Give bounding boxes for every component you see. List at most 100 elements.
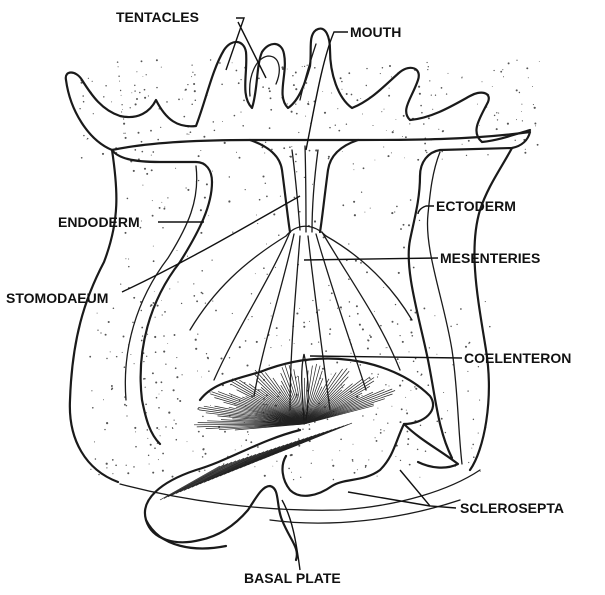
stipple-dot xyxy=(392,131,394,133)
basal-plate-floor xyxy=(120,470,480,510)
leader-mesenteries xyxy=(304,258,438,260)
stipple-dot xyxy=(100,332,101,333)
septa-hatching xyxy=(194,364,395,430)
stipple-dot xyxy=(163,208,165,210)
stipple-dot xyxy=(342,387,343,388)
stipple-dot xyxy=(400,228,402,230)
stipple-dot xyxy=(468,343,469,344)
stipple-dot xyxy=(328,285,329,286)
stipple-dot xyxy=(425,450,426,451)
stipple-dot xyxy=(194,74,195,75)
stipple-dot xyxy=(79,108,80,109)
stipple-dot xyxy=(304,177,305,178)
stipple-dot xyxy=(219,62,221,64)
stipple-dot xyxy=(187,441,188,442)
stipple-dot xyxy=(399,335,400,336)
stipple-dot xyxy=(329,328,331,330)
stipple-dot xyxy=(275,267,276,268)
stipple-dot xyxy=(142,335,143,336)
tentacle-crown xyxy=(66,29,530,150)
stipple-dot xyxy=(97,313,98,314)
column-wall-left-mid xyxy=(125,166,196,400)
stipple-dot xyxy=(256,215,257,216)
stipple-dot xyxy=(414,386,416,388)
stipple-dot xyxy=(133,297,135,299)
stipple-dot xyxy=(380,353,381,354)
stipple-dot xyxy=(302,429,303,430)
mesentery-6 xyxy=(322,232,400,370)
stipple-dot xyxy=(325,350,327,352)
stipple-dot xyxy=(295,72,297,74)
stipple-dot xyxy=(181,303,182,304)
stipple-dot xyxy=(386,347,387,348)
stipple-dot xyxy=(393,130,394,131)
stipple-dot xyxy=(295,103,296,104)
stipple-dot xyxy=(91,390,92,391)
stipple-dot xyxy=(106,358,107,359)
stipple-dot xyxy=(294,197,296,199)
stipple-dot xyxy=(212,301,213,302)
stipple-dot xyxy=(426,152,427,153)
stipple-dot xyxy=(392,321,394,323)
stipple-dot xyxy=(196,300,198,302)
stipple-dot xyxy=(383,146,384,147)
label-mesenteries: MESENTERIES xyxy=(440,250,540,266)
stipple-dot xyxy=(407,438,409,440)
basal-hatch-line xyxy=(216,448,276,478)
stipple-dot xyxy=(308,101,309,102)
stipple-dot xyxy=(123,133,124,134)
stipple-dot xyxy=(291,111,293,113)
stipple-dot xyxy=(270,109,272,111)
stipple-dot xyxy=(295,88,297,90)
stipple-dot xyxy=(245,439,247,441)
stipple-dot xyxy=(468,462,469,463)
stipple-dot xyxy=(289,156,290,157)
stipple-dot xyxy=(478,366,479,367)
stipple-dot xyxy=(258,78,260,80)
stipple-dot xyxy=(311,343,313,345)
stipple-dot xyxy=(87,139,88,140)
stipple-dot xyxy=(146,173,148,175)
stipple-dot xyxy=(293,479,294,480)
stipple-dot xyxy=(247,454,249,456)
stipple-dot xyxy=(264,152,265,153)
stipple-dot xyxy=(104,429,105,430)
stipple-dot xyxy=(427,384,429,386)
stipple-dot xyxy=(298,438,300,440)
stipple-dot xyxy=(442,130,444,132)
stipple-dot xyxy=(337,308,338,309)
stipple-dot xyxy=(81,157,83,159)
column-wall-left-outer xyxy=(70,150,118,482)
stipple-dot xyxy=(98,474,99,475)
stipple-dot xyxy=(103,96,104,97)
stomodaeum-left-wall xyxy=(250,140,290,232)
stipple-dot xyxy=(193,295,195,297)
stipple-dot xyxy=(262,86,264,88)
stipple-dot xyxy=(178,99,180,101)
stipple-dot xyxy=(404,158,405,159)
stipple-dot xyxy=(157,305,159,307)
stipple-dot xyxy=(362,328,364,330)
stipple-dot xyxy=(154,447,156,449)
stipple-dot xyxy=(82,95,84,97)
stipple-dot xyxy=(288,468,290,470)
stipple-dot xyxy=(468,140,470,142)
stipple-dot xyxy=(115,464,117,466)
leader-lines xyxy=(122,18,462,570)
stipple-dot xyxy=(384,430,385,431)
stipple-dot xyxy=(309,321,310,322)
stipple-dot xyxy=(410,309,412,311)
stipple-dot xyxy=(155,351,157,353)
stipple-dot xyxy=(210,405,211,406)
stipple-dot xyxy=(403,224,405,226)
stipple-dot xyxy=(95,458,97,460)
stipple-dot xyxy=(135,431,136,432)
stipple-dot xyxy=(336,362,338,364)
stipple-dot xyxy=(106,463,108,465)
stipple-dot xyxy=(264,338,265,339)
stipple-dot xyxy=(283,147,285,149)
stipple-dot xyxy=(361,395,362,396)
stipple-dot xyxy=(92,81,93,82)
stipple-dot xyxy=(245,189,246,190)
label-stomodaeum: STOMODAEUM xyxy=(6,290,108,306)
